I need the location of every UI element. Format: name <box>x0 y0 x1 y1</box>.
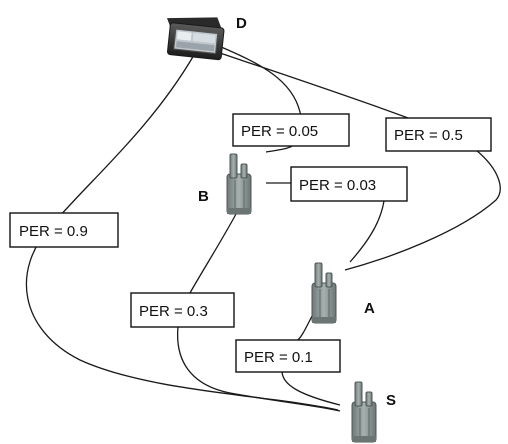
per-label-a-d: PER = 0.5 <box>385 117 492 152</box>
svg-text:PER = 0.1: PER = 0.1 <box>244 349 313 366</box>
svg-text:PER = 0.3: PER = 0.3 <box>139 303 208 320</box>
node-label-a: A <box>364 300 375 317</box>
sensor-node-s-icon <box>351 381 377 443</box>
svg-text:PER = 0.03: PER = 0.03 <box>299 177 376 194</box>
svg-text:PER = 0.9: PER = 0.9 <box>19 223 88 240</box>
access-point-d-icon <box>166 17 225 61</box>
svg-text:PER = 0.05: PER = 0.05 <box>241 123 318 140</box>
link-s-d <box>25 54 339 411</box>
per-label-a-b: PER = 0.03 <box>290 166 408 202</box>
per-label-b-d: PER = 0.05 <box>232 113 350 147</box>
per-label-s-a: PER = 0.1 <box>235 339 341 373</box>
sensor-node-a-icon <box>311 262 337 324</box>
link-a-d <box>216 51 501 271</box>
node-label-d: D <box>236 15 247 32</box>
per-label-s-b: PER = 0.3 <box>130 292 235 328</box>
link-a-b <box>266 182 385 263</box>
node-label-b: B <box>198 188 209 205</box>
link-s-b <box>176 213 341 412</box>
svg-text:PER = 0.5: PER = 0.5 <box>394 127 463 144</box>
node-label-s: S <box>386 392 396 409</box>
per-label-s-d: PER = 0.9 <box>9 212 119 248</box>
sensor-node-b-icon <box>226 153 252 215</box>
